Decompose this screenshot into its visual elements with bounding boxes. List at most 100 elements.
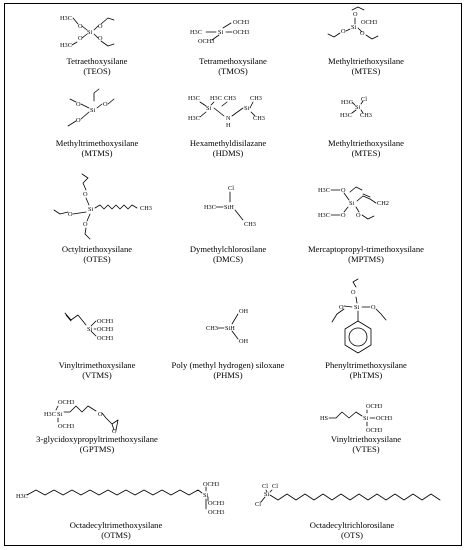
atom-label: OCH3 <box>203 481 219 488</box>
compound-abbr: (MTES) <box>352 66 381 76</box>
atom-label: Cl <box>262 483 268 490</box>
atom-label: O <box>356 212 361 219</box>
atom-label: OCH3 <box>233 29 249 36</box>
atom-label: H3C <box>341 99 353 106</box>
atom-label: OH <box>239 338 249 345</box>
atom-label: CH3 <box>360 112 372 119</box>
figure-frame <box>4 3 462 546</box>
compound-name: Phenyltrimethoxysilane <box>325 360 407 370</box>
compound-name: Octyltriethoxysilane <box>62 244 132 254</box>
atom-label: H3C <box>340 112 352 119</box>
atom-label: O <box>78 23 83 30</box>
atom-label: Si <box>355 104 361 111</box>
compound-name: Tetramethoxysilane <box>199 56 267 66</box>
structure-ots: Cl Cl Si Cl <box>255 483 441 508</box>
compound-abbr: (OTES) <box>83 254 110 264</box>
atom-label: Si <box>88 206 94 213</box>
atom-label: H3C <box>210 95 222 102</box>
compound-abbr: (MTES) <box>352 148 381 158</box>
compound-abbr: (TMOS) <box>218 66 248 76</box>
atom-label: Si <box>351 24 357 31</box>
compound-abbr: (TEOS) <box>83 66 110 76</box>
structure-phms: OH CH3 SiH OH <box>206 308 249 345</box>
atom-label: OCH3 <box>58 423 74 430</box>
atom-label: H3C <box>204 204 216 211</box>
atom-label: OCH3 <box>366 403 382 410</box>
atom-label: SiH <box>225 325 235 332</box>
compound-name: Vinyltriethoxysilane <box>331 434 401 444</box>
atom-label: Cl <box>255 501 261 508</box>
atom-label: OCH3 <box>58 399 74 406</box>
atom-label: H3C <box>60 15 72 22</box>
atom-label: O <box>98 23 103 30</box>
structure-vtms: OCH3 Si OCH3 OCH3 <box>64 312 113 342</box>
atom-label: Si <box>87 29 93 36</box>
atom-label: Si <box>87 326 93 333</box>
atom-label: Si <box>354 304 360 311</box>
compound-name: Octadecyltrimethoxysilane <box>70 520 163 530</box>
atom-label: OCH3 <box>97 335 113 342</box>
structure-mtes: O Si OCH3 O O <box>327 6 379 40</box>
atom-label: OCH3 <box>198 38 214 45</box>
atom-label: SiH <box>224 204 234 211</box>
compound-name: Dymethylchlorosilane <box>190 244 267 254</box>
atom-label: O <box>341 212 346 219</box>
atom-label: H3C <box>16 493 28 500</box>
atom-label: O <box>360 30 365 37</box>
atom-label: CH3 <box>140 205 152 212</box>
atom-label: CH3 <box>224 95 236 102</box>
compound-name: Hexamethyldisilazane <box>190 138 267 148</box>
structure-phtms: O O Si O <box>331 278 387 354</box>
atom-label: Si <box>264 491 270 498</box>
atom-label: H3C <box>318 187 330 194</box>
compound-abbr: (VTES) <box>352 444 379 454</box>
atom-label: OCH3 <box>97 326 113 333</box>
atom-label: Cl <box>228 185 234 192</box>
atom-label: Si <box>363 415 369 422</box>
atom-label: O <box>83 221 88 228</box>
atom-label: O <box>112 428 117 435</box>
atom-label: O <box>341 28 346 35</box>
atom-label: OCH3 <box>97 318 113 325</box>
atom-label: H3C <box>188 95 200 102</box>
compound-name: Vinyltrimethoxysilane <box>59 360 136 370</box>
atom-label: HS <box>320 415 329 422</box>
atom-label: Si <box>218 29 224 36</box>
atom-label: CH3 <box>250 95 262 102</box>
compound-name: Poly (methyl hydrogen) siloxane <box>172 360 285 370</box>
compound-abbr: (OTS) <box>341 530 363 540</box>
atom-label: Si <box>349 200 355 207</box>
compound-abbr: (DMCS) <box>213 254 243 264</box>
atom-label: H3C <box>188 115 200 122</box>
atom-label: OCH3 <box>208 500 224 507</box>
atom-label: CH2 <box>377 200 389 207</box>
atom-label: O <box>76 117 81 124</box>
compound-abbr: (HDMS) <box>213 148 244 158</box>
atom-label: OH <box>239 308 249 315</box>
structure-gptms: OCH3 H3C Si O OCH3 O <box>44 399 119 435</box>
structure-mtms: O Si O O <box>67 88 115 127</box>
atom-label: Si <box>206 105 212 112</box>
compound-abbr: (PhTMS) <box>350 370 383 380</box>
atom-label: Si <box>57 411 63 418</box>
structure-otes: O Si O O CH3 <box>53 173 152 240</box>
atom-label: H3C <box>60 42 72 49</box>
compound-abbr: (VTMS) <box>82 370 112 380</box>
compound-abbr: (MPTMS) <box>348 254 384 264</box>
atom-label: O <box>76 101 81 108</box>
atom-label: Cl <box>361 96 367 103</box>
structure-tmos: OCH3 H3C Si OCH3 OCH3 <box>190 19 249 45</box>
compound-abbr: (OTMS) <box>101 530 131 540</box>
compound-name: Methyltriethoxysilane <box>328 138 404 148</box>
atom-label: OCH3 <box>366 427 382 434</box>
atom-label: OCH3 <box>208 509 224 516</box>
structure-vtes: OCH3 HS Si OCH3 OCH3 <box>320 403 392 434</box>
structure-dmcs: Cl H3C SiH CH3 <box>204 185 256 228</box>
compound-name: Methyltriethoxysilane <box>328 56 404 66</box>
atom-label: H3C <box>44 411 56 418</box>
atom-label: CH3 <box>253 115 265 122</box>
atom-label: N <box>226 115 231 122</box>
compound-abbr: (PHMS) <box>213 370 242 380</box>
compound-name: 3-glycidoxypropyltrimethoxysilane <box>36 434 158 444</box>
